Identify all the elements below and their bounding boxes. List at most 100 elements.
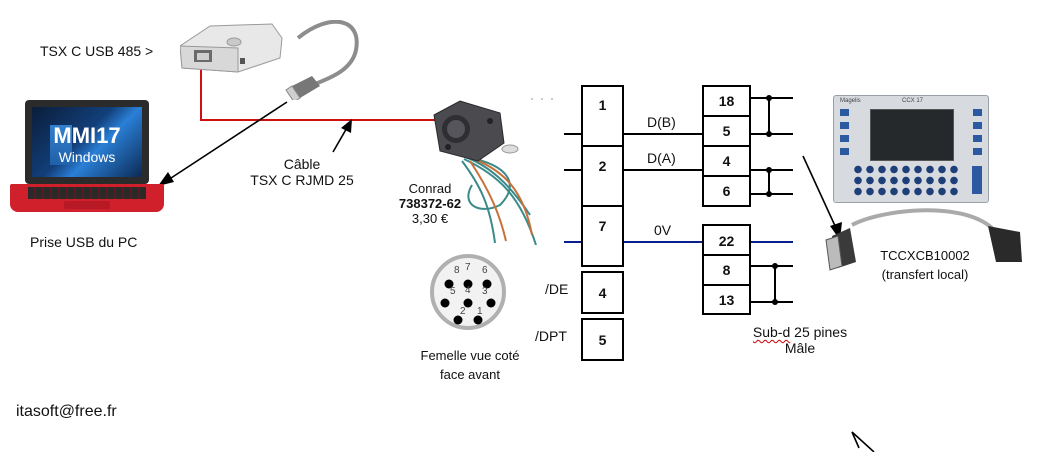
cable-label-line1: Câble	[283, 156, 321, 172]
hmi-cable-ref: TCCXCB10002	[880, 248, 970, 263]
hmi-model: CCX 17	[902, 98, 924, 104]
din-pin-8	[444, 279, 454, 289]
left-pin-4: 4	[598, 285, 607, 301]
node-8	[772, 263, 778, 269]
din-pin-3	[486, 298, 496, 308]
subd-pin-18: 18	[718, 93, 735, 109]
din-pin-6	[482, 279, 492, 289]
din-pin-label: 8	[454, 265, 460, 276]
subd-caption-word: Sub-d	[752, 324, 791, 340]
left-pin-2: 2	[598, 158, 607, 174]
din-pin-label: 6	[482, 265, 488, 276]
hmi-cable	[851, 208, 994, 230]
hmi-right-keys	[973, 109, 982, 159]
faint-dot	[531, 98, 533, 100]
subd-caption-line2: Mâle	[784, 340, 816, 356]
connector-brand: Conrad	[408, 181, 452, 196]
hmi-left-keys	[840, 109, 866, 159]
laptop-screen-title: MMI17	[53, 123, 121, 148]
din-pin-2	[453, 315, 463, 325]
usb-arrowhead	[158, 172, 174, 186]
cable-label-arrow-line	[332, 125, 349, 153]
footer-email[interactable]: itasoft@free.fr	[16, 403, 117, 420]
subd-pin-13: 13	[718, 292, 735, 308]
hmi-side-slot	[972, 166, 982, 194]
laptop: MMI17 Windows	[8, 96, 166, 218]
laptop-screen-subtitle: Windows	[58, 149, 116, 165]
hmi-cable-desc: (transfert local)	[881, 267, 969, 282]
laptop-screen: MMI17 Windows	[32, 107, 142, 177]
subd-arrow-line	[802, 155, 837, 229]
right-block-group1: 18 5 4 6	[702, 85, 751, 207]
left-pin-1: 1	[598, 97, 607, 113]
din-pin-label: 3	[482, 286, 488, 297]
left-terminal-block	[581, 85, 624, 267]
laptop-touchpad	[64, 201, 110, 209]
connector-info: Conrad 738372-62 3,30 €	[395, 181, 465, 226]
adapter-label: TSX C USB 485 >	[40, 43, 154, 59]
din-pin-1	[473, 315, 483, 325]
signal-da: D(A)	[647, 150, 676, 166]
dpt-label: /DPT	[535, 328, 567, 344]
subd-pin-6: 6	[722, 183, 731, 199]
subd-caption-line1: Sub-d 25 pines	[735, 324, 865, 340]
left-pin-5-box: 5	[581, 318, 624, 361]
subd-plug-right	[988, 226, 1022, 262]
din-pinout: 8 7 6 5 4 3 2 1	[430, 254, 506, 330]
hmi-keypad	[852, 164, 960, 196]
usb-adapter	[180, 20, 360, 100]
hmi-cable-info: TCCXCB10002 (transfert local)	[870, 246, 980, 284]
din-pin-label: 1	[477, 306, 483, 317]
red-cable-line	[200, 57, 438, 121]
subd-caption: Sub-d 25 pines Mâle	[735, 324, 865, 356]
din-pinout-caption: Femelle vue coté face avant	[405, 346, 535, 384]
signal-0v: 0V	[654, 222, 672, 238]
connector-part-number: 738372-62	[398, 196, 462, 211]
node-5	[766, 131, 772, 137]
din-pin-7	[463, 279, 473, 289]
cable-label-line2: TSX C RJMD 25	[250, 172, 354, 188]
cable-label: Câble TSX C RJMD 25	[232, 156, 372, 188]
de-label: /DE	[545, 281, 569, 297]
din-caption-line2: face avant	[440, 367, 500, 382]
subd-pin-4: 4	[722, 153, 731, 169]
right-block-group2: 22 8 13	[702, 224, 751, 315]
node-13	[772, 299, 778, 305]
cable-label-arrowhead	[341, 119, 352, 133]
din-pin-label: 7	[465, 262, 471, 273]
subd-plug-left-face	[825, 235, 843, 271]
node-6	[766, 191, 772, 197]
subd-pin-8: 8	[722, 262, 731, 278]
din-pin-label: 4	[465, 285, 471, 296]
left-pin-4-box: 4	[581, 271, 624, 314]
left-pin-5: 5	[598, 332, 607, 348]
connector-price: 3,30 €	[411, 211, 449, 226]
hmi-brand: Magelis	[840, 98, 861, 104]
faint-dot	[551, 98, 553, 100]
subd-pin-22: 22	[718, 233, 735, 249]
din-socket-photo	[420, 95, 540, 245]
node-4	[766, 167, 772, 173]
faint-dot	[541, 98, 543, 100]
subd-pin-5: 5	[722, 123, 731, 139]
signal-db: D(B)	[647, 114, 676, 130]
subd-caption-rest: 25 pines	[794, 324, 848, 340]
start-tiles	[50, 125, 72, 165]
din-pinout-drawing	[430, 254, 506, 330]
din-pin-4	[463, 298, 473, 308]
din-pin-label: 2	[460, 306, 466, 317]
din-caption-line1: Femelle vue coté	[420, 348, 520, 363]
stray-arrow-icon	[851, 431, 875, 452]
left-block-dividers: 1 2 7	[581, 85, 624, 267]
hmi-panel: Magelis CCX 17	[833, 95, 989, 203]
hmi-screen	[870, 109, 954, 161]
left-pin-7: 7	[598, 218, 607, 234]
usb-adapter-drawing	[180, 20, 359, 100]
laptop-caption: Prise USB du PC	[30, 234, 138, 250]
usb-arrow-line	[167, 101, 288, 181]
din-pin-5	[440, 298, 450, 308]
laptop-keyboard	[28, 187, 146, 199]
din-socket-drawing	[433, 100, 537, 245]
